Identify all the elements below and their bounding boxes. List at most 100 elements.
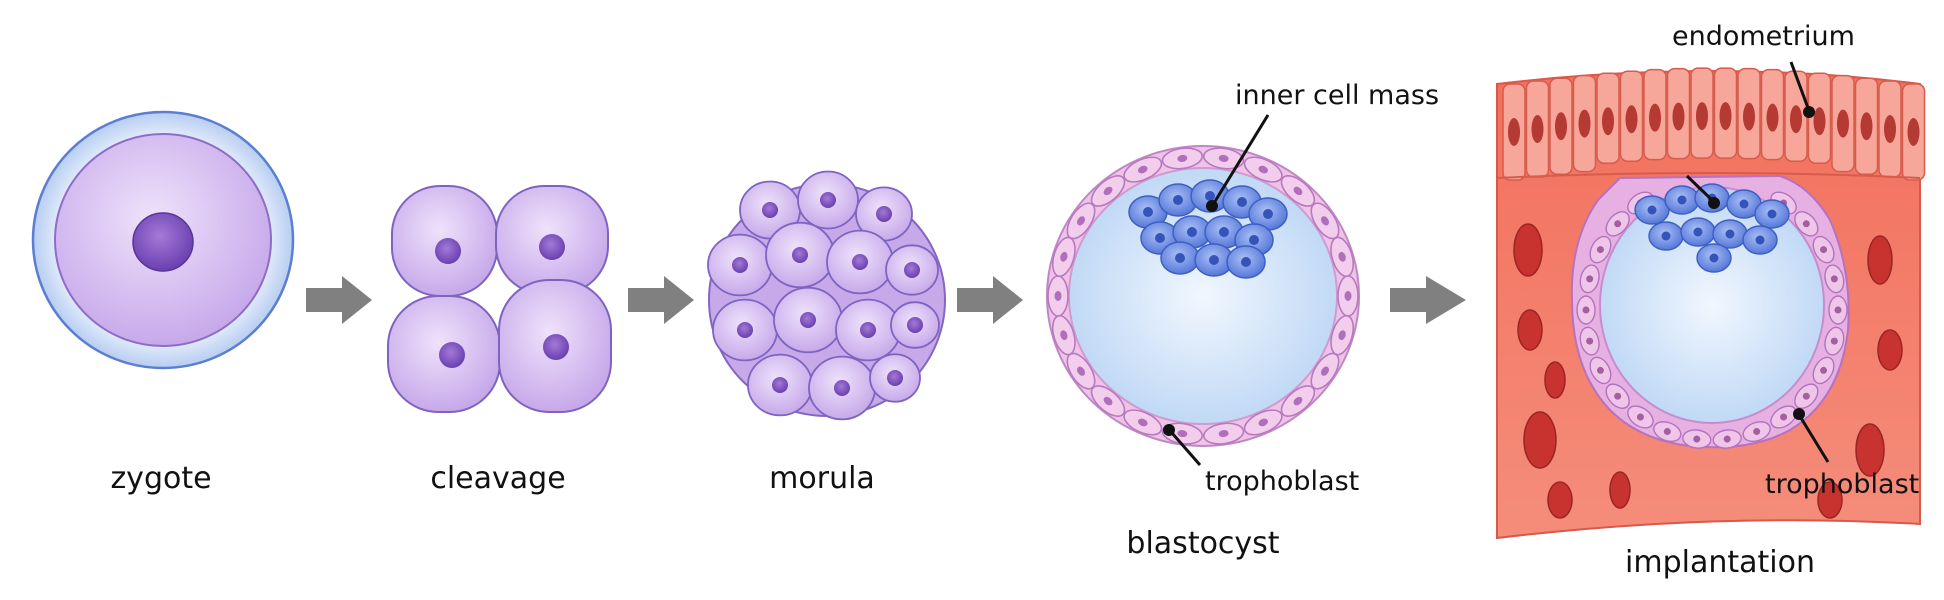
callout-trophoblast-blastocyst: trophoblast — [1163, 424, 1359, 497]
implant-trophoblast-nucleus — [1636, 413, 1644, 421]
blood-vessel — [1544, 361, 1566, 399]
morula-cell-nucleus — [792, 247, 808, 263]
implant-icm-nucleus — [1661, 231, 1671, 241]
callout-inner-cell-mass: inner cell mass — [1206, 80, 1439, 212]
epithelial-nucleus — [1743, 102, 1755, 131]
zygote-nucleus — [132, 212, 194, 272]
morula-cell-nucleus — [860, 322, 876, 338]
callout-endometrium: endometrium — [1672, 21, 1855, 118]
trophoblast-nucleus — [1344, 291, 1352, 301]
implant-icm-nucleus — [1739, 199, 1749, 209]
inner-cell-mass — [1128, 179, 1288, 279]
implant-icm-nucleus — [1677, 195, 1687, 205]
implant-trophoblast-nucleus — [1802, 392, 1810, 400]
morula-cell-nucleus — [887, 370, 903, 386]
arrow-2 — [628, 276, 694, 324]
icm-nucleus — [1155, 233, 1165, 243]
icm-nucleus — [1143, 207, 1153, 217]
arrow-3 — [957, 276, 1023, 324]
callout-inner-cell-mass-implantation — [1685, 174, 1720, 209]
trophoblast-nucleus — [1054, 291, 1062, 301]
implanted-trophoblast-cells — [1576, 191, 1848, 449]
blood-vessel — [1547, 481, 1573, 519]
trophoblast-label-2: trophoblast — [1765, 469, 1919, 500]
endometrium-label: endometrium — [1672, 21, 1855, 52]
stage-label-implantation: implantation — [1625, 545, 1815, 580]
icm-nucleus — [1237, 197, 1247, 207]
trophoblast-nucleus — [1293, 396, 1303, 406]
morula-cell-nucleus — [772, 377, 788, 393]
implant-trophoblast-nucleus — [1582, 306, 1590, 314]
implant-trophoblast-nucleus — [1586, 275, 1594, 283]
blood-vessel — [1609, 471, 1631, 509]
implantation-illustration — [1496, 67, 1926, 540]
implant-icm-nucleus — [1693, 227, 1703, 237]
icm-nucleus — [1241, 257, 1251, 267]
epithelial-nucleus — [1602, 107, 1614, 136]
trophoblast-nucleus — [1103, 186, 1113, 196]
trophoblast-nucleus — [1338, 330, 1346, 341]
trophoblast-nucleus — [1218, 154, 1229, 162]
inner-cell-mass-label: inner cell mass — [1235, 80, 1439, 111]
basement-membrane — [1496, 172, 1921, 179]
trophoblast-nucleus — [1258, 418, 1269, 427]
blood-vessel — [1855, 423, 1885, 477]
blastomere-nucleus-3 — [439, 342, 465, 368]
icm-nucleus — [1173, 195, 1183, 205]
icm-nucleus — [1263, 209, 1273, 219]
epithelial-nucleus — [1837, 109, 1849, 138]
implant-icm-nucleus — [1709, 253, 1719, 263]
morula-cell-nucleus — [800, 312, 816, 328]
epithelial-nucleus — [1649, 103, 1661, 132]
trophoblast-nucleus — [1137, 418, 1148, 427]
endometrium-epithelium — [1496, 67, 1926, 181]
morula-cells — [707, 170, 940, 421]
trophoblast-nucleus — [1338, 251, 1346, 262]
morula-cell-nucleus — [762, 202, 778, 218]
blood-vessel — [1877, 329, 1903, 371]
implant-trophoblast-nucleus — [1723, 435, 1731, 443]
implant-trophoblast-nucleus — [1820, 246, 1828, 254]
implant-icm-nucleus — [1755, 235, 1765, 245]
trophoblast-nucleus — [1293, 186, 1303, 196]
implant-icm-nucleus — [1647, 205, 1657, 215]
stage-label-cleavage: cleavage — [430, 461, 565, 496]
morula-cell-nucleus — [852, 254, 868, 270]
implant-trophoblast-nucleus — [1614, 392, 1622, 400]
implanted-blastocoel — [1599, 186, 1825, 424]
stage-label-blastocyst: blastocyst — [1126, 526, 1279, 561]
morula-cell-nucleus — [876, 206, 892, 222]
icm-nucleus — [1249, 235, 1259, 245]
icm-nucleus — [1187, 227, 1197, 237]
trophoblast-nucleus — [1218, 430, 1229, 438]
morula-cell-nucleus — [732, 257, 748, 273]
implant-trophoblast-nucleus — [1596, 246, 1604, 254]
implant-trophoblast-nucleus — [1780, 413, 1788, 421]
implant-trophoblast-nucleus — [1614, 220, 1622, 228]
arrow-4 — [1390, 276, 1466, 324]
morula-cell-nucleus — [907, 317, 923, 333]
trophoblast-nucleus — [1077, 366, 1086, 376]
inner-cell-mass-leader — [1212, 114, 1270, 204]
epithelial-nucleus — [1531, 115, 1544, 144]
trophoblast-nucleus — [1077, 216, 1086, 226]
icm-nucleus — [1219, 227, 1229, 237]
morula-cell-nucleus — [834, 380, 850, 396]
stage-label-morula: morula — [769, 461, 875, 496]
blastomere-nucleus-4 — [543, 334, 569, 360]
blood-vessel — [1867, 235, 1893, 285]
implant-trophoblast-nucleus — [1596, 366, 1604, 374]
implant-icm-nucleus — [1725, 229, 1735, 239]
endometrium-dot — [1803, 106, 1815, 118]
blood-vessel — [1517, 309, 1543, 351]
implant-trophoblast-nucleus — [1753, 428, 1761, 436]
implant-trophoblast-nucleus — [1830, 275, 1838, 283]
epithelial-nucleus — [1508, 118, 1520, 146]
epithelial-nucleus — [1766, 103, 1779, 132]
trophoblast-nucleus — [1320, 216, 1329, 226]
icm-nucleus — [1205, 191, 1215, 201]
endometrium-leader — [1789, 61, 1810, 109]
epithelial-nucleus — [1578, 109, 1591, 138]
